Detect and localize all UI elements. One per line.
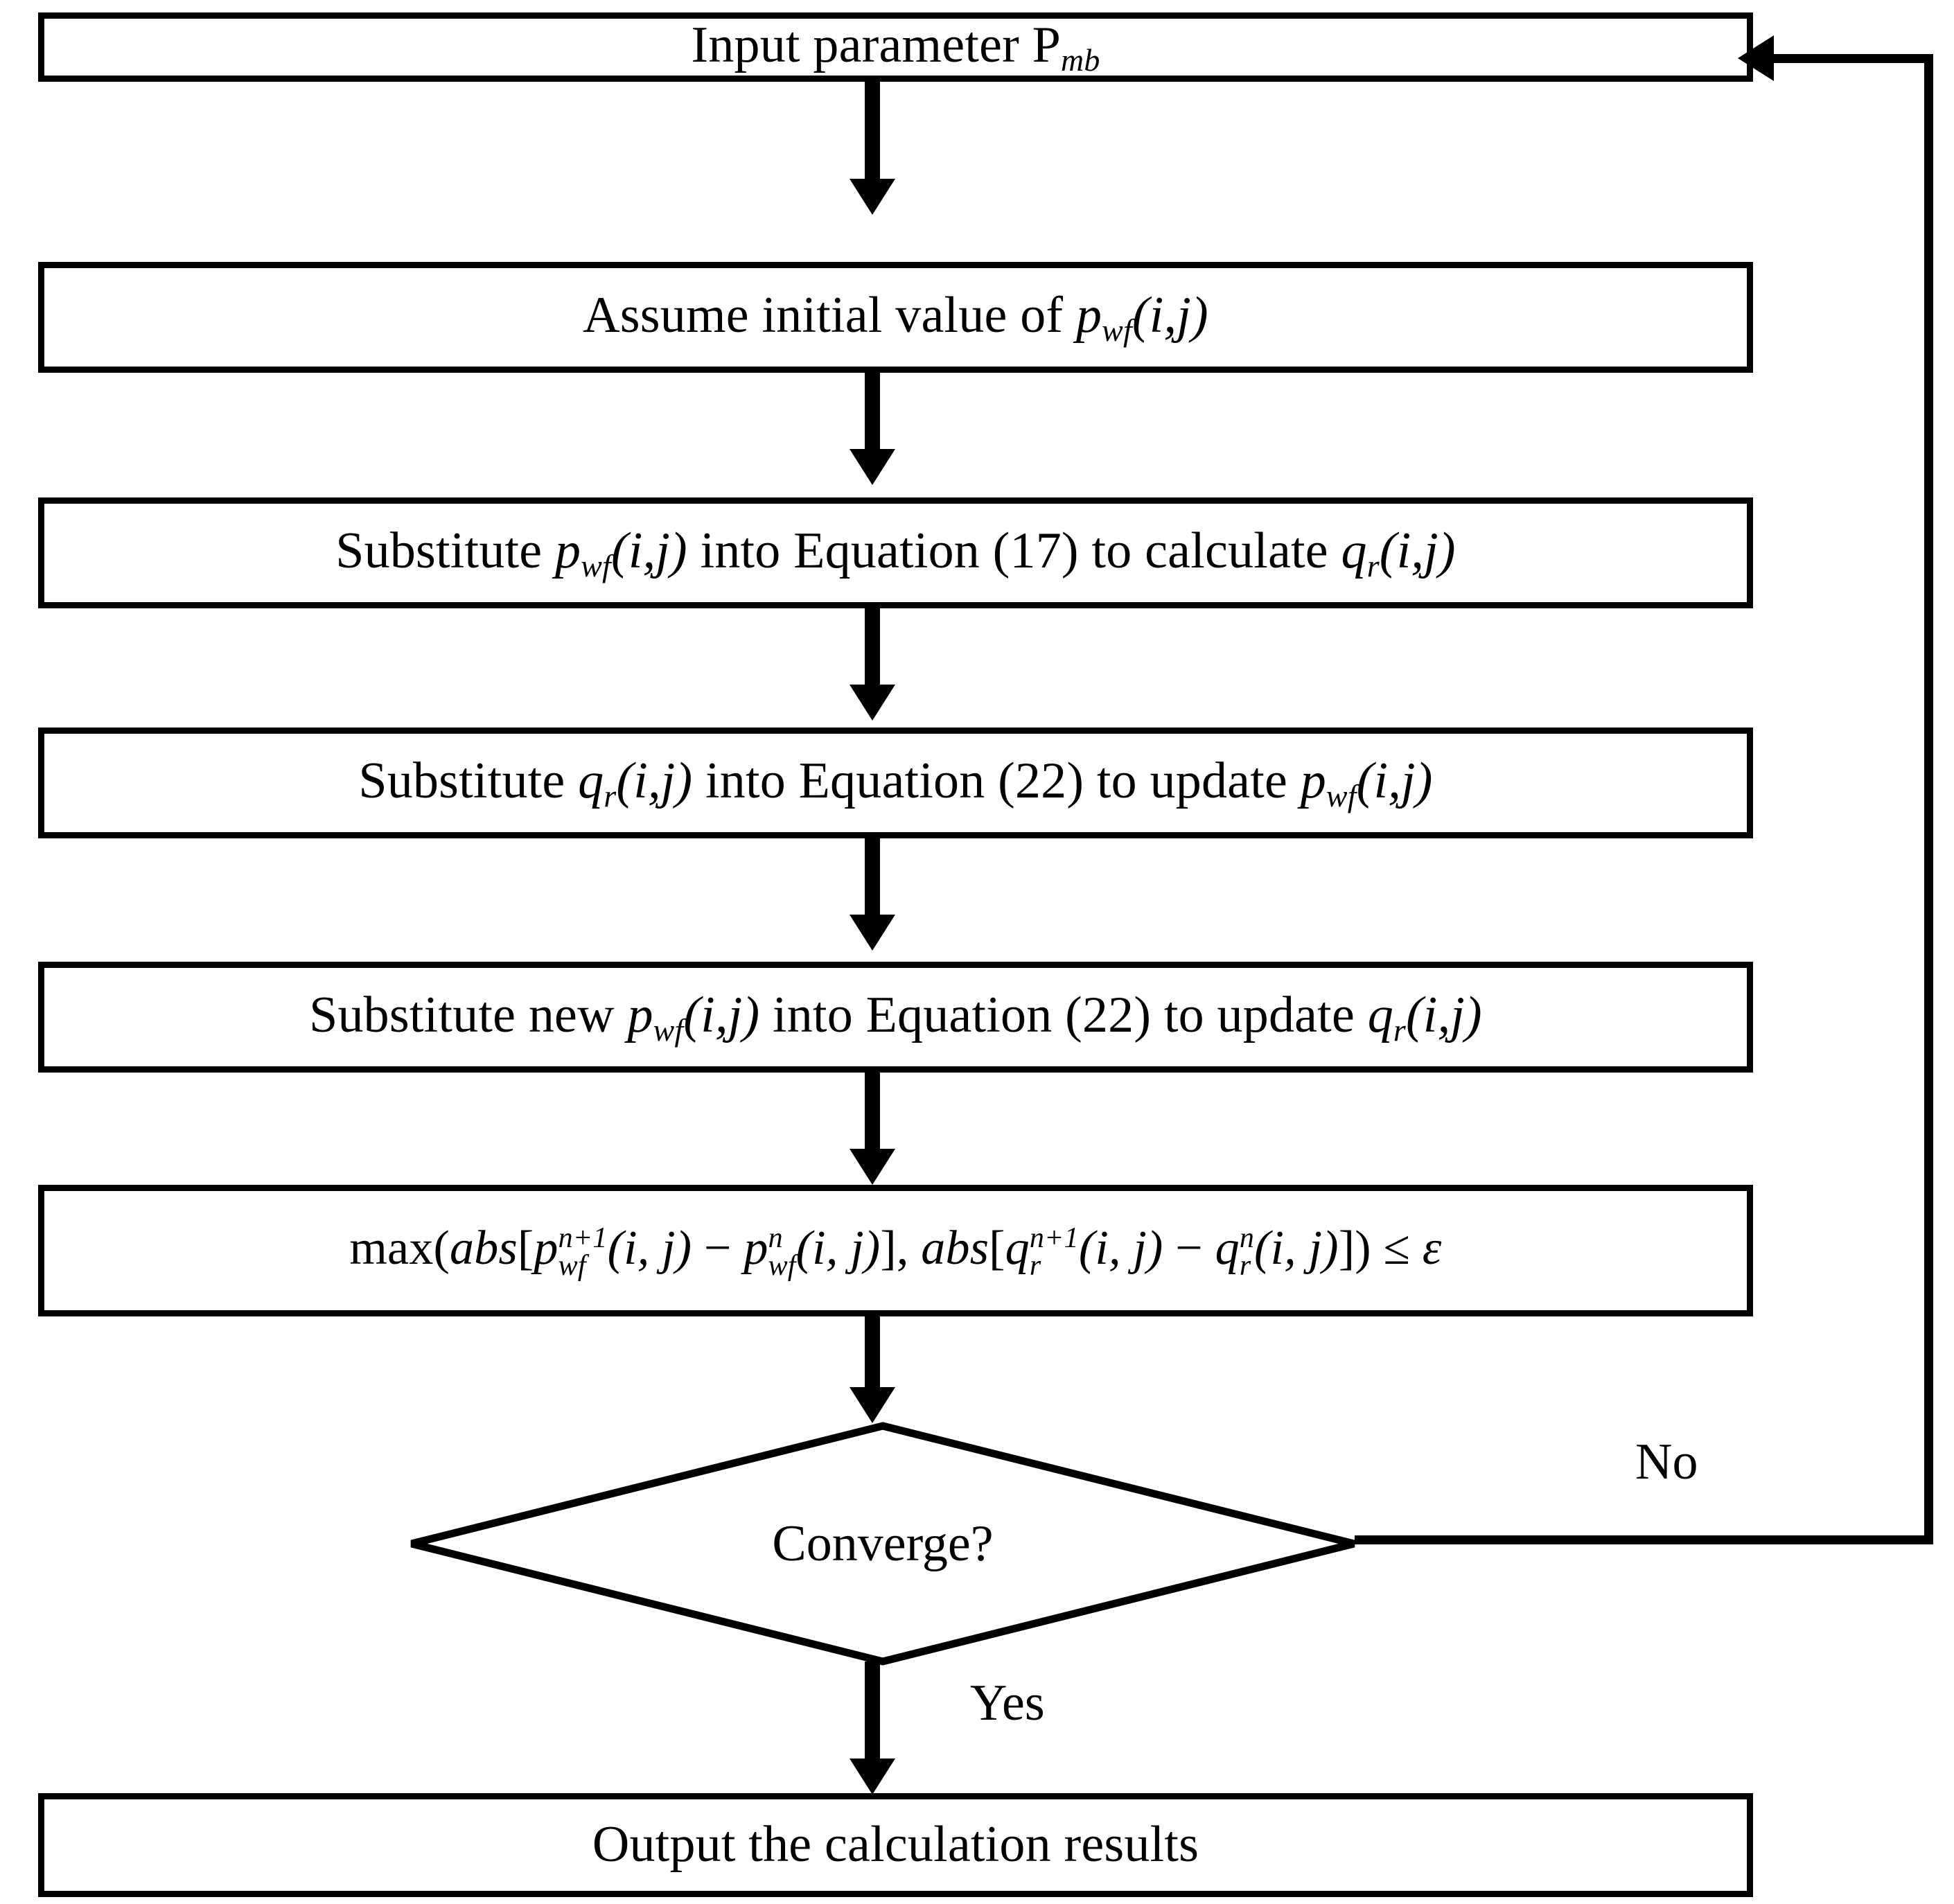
subscript-mb: mb (1061, 42, 1100, 78)
diamond-shape (410, 1422, 1355, 1666)
connector-update-qr-to-criterion (865, 1073, 880, 1154)
arrowhead-down-yes (850, 1758, 895, 1795)
arrowhead-down-6 (850, 1387, 895, 1423)
node-input-parameter-label: Input parameter Pmb (691, 16, 1100, 78)
arrowhead-left-no (1738, 35, 1774, 81)
node-assume-initial-value[interactable]: Assume initial value of pwf(i,j) (38, 262, 1753, 373)
node-input-parameter[interactable]: Input parameter Pmb (38, 12, 1753, 82)
arrowhead-down-1 (850, 179, 895, 215)
node-output-results-label: Output the calculation results (592, 1816, 1199, 1874)
connector-update-pwf-to-update-qr (865, 838, 880, 920)
node-update-pwf-label: Substitute qr(i,j) into Equation (22) to… (358, 752, 1433, 813)
edge-no-horizontal-bottom (1355, 1535, 1933, 1544)
edge-label-no: No (1635, 1434, 1698, 1490)
arrowhead-down-5 (850, 1149, 895, 1185)
node-assume-initial-value-label: Assume initial value of pwf(i,j) (583, 286, 1208, 348)
node-update-pwf[interactable]: Substitute qr(i,j) into Equation (22) to… (38, 728, 1753, 838)
arrowhead-down-3 (850, 685, 895, 721)
connector-input-to-assume (865, 82, 880, 184)
connector-calc-to-update-pwf (865, 608, 880, 690)
connector-assume-to-calc (865, 373, 880, 455)
arrowhead-down-2 (850, 449, 895, 485)
node-calculate-qr[interactable]: Substitute pwf(i,j) into Equation (17) t… (38, 497, 1753, 608)
edge-yes-vertical (865, 1661, 880, 1764)
node-update-qr-label: Substitute new pwf(i,j) into Equation (2… (309, 986, 1482, 1048)
edge-label-yes: Yes (970, 1675, 1045, 1731)
node-calculate-qr-label: Substitute pwf(i,j) into Equation (17) t… (335, 522, 1456, 583)
connector-criterion-to-decision (865, 1316, 880, 1393)
arrowhead-down-4 (850, 915, 895, 951)
node-output-results[interactable]: Output the calculation results (38, 1793, 1753, 1897)
edge-no-horizontal-top (1774, 54, 1933, 63)
node-update-qr[interactable]: Substitute new pwf(i,j) into Equation (2… (38, 962, 1753, 1073)
edge-no-vertical-right (1924, 54, 1933, 1540)
node-converge-decision[interactable]: Converge? (407, 1422, 1358, 1666)
